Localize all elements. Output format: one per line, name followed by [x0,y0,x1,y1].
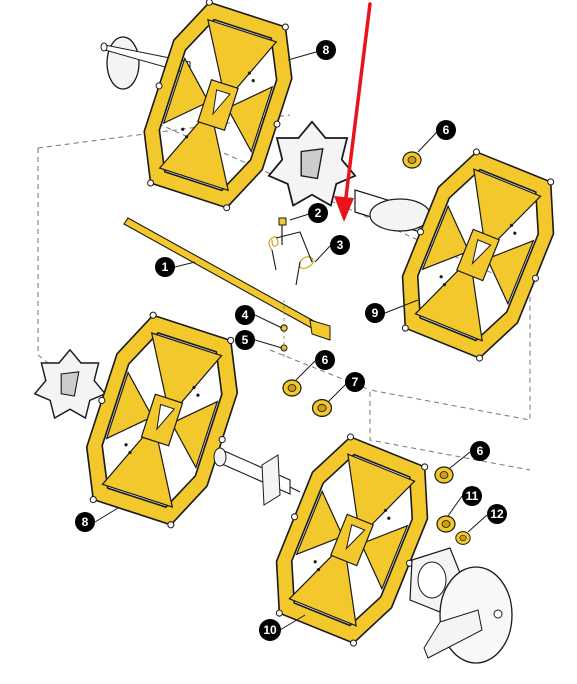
callout-1: 1 [155,257,175,277]
rod-1 [123,217,331,341]
callout-label: 10 [263,623,277,637]
bolt-2 [278,217,287,245]
callout-4: 4 [235,305,255,325]
callouts: 8 6 2 3 1 9 4 5 [75,40,507,641]
callout-label: 6 [443,123,450,137]
callout-label: 7 [352,375,359,389]
yellow-frame-8-top [125,0,311,220]
callout-label: 12 [490,507,504,521]
callout-3: 3 [330,235,350,255]
callout-label: 11 [466,489,479,503]
bushing-11 [436,515,456,533]
callout-10: 10 [259,619,281,641]
callout-label: 8 [323,43,330,57]
callout-label: 9 [372,306,379,320]
callout-8-bottom: 8 [75,512,95,532]
callout-label: 3 [337,238,344,252]
callout-label: 6 [477,444,484,458]
callout-12: 12 [487,504,507,524]
callout-label: 4 [242,308,249,322]
callout-6-lower: 6 [470,441,490,461]
bushing-7 [311,398,333,418]
callout-7: 7 [345,372,365,392]
callout-2: 2 [308,203,328,223]
bushing-6-lower [434,466,454,484]
yellow-frame-9-right [380,138,576,372]
callout-5: 5 [235,330,255,350]
callout-label: 5 [242,333,249,347]
bushing-6-middle [282,379,302,397]
bushing-6-top [402,151,422,169]
callout-8-top: 8 [316,40,336,60]
grey-star-flange-top [267,120,357,207]
callout-leader-lines [94,51,488,631]
callout-label: 2 [315,206,322,220]
center-tube [354,189,431,233]
callout-6-top: 6 [436,120,456,140]
yellow-frame-8-bottom [67,303,257,537]
red-indicator-arrow [334,2,372,222]
callout-label: 1 [162,260,169,274]
callout-11: 11 [462,486,482,506]
yellow-frame-10 [254,423,450,657]
callout-label: 8 [82,515,89,529]
callout-label: 6 [322,353,329,367]
bushing-12 [455,531,471,545]
spring-3 [268,231,314,286]
hub-disc-bottom-right [409,547,513,664]
callout-6-middle: 6 [315,350,335,370]
callout-9: 9 [365,303,385,323]
grey-star-flange-left [34,349,106,419]
crank-shaft-middle [213,447,301,506]
